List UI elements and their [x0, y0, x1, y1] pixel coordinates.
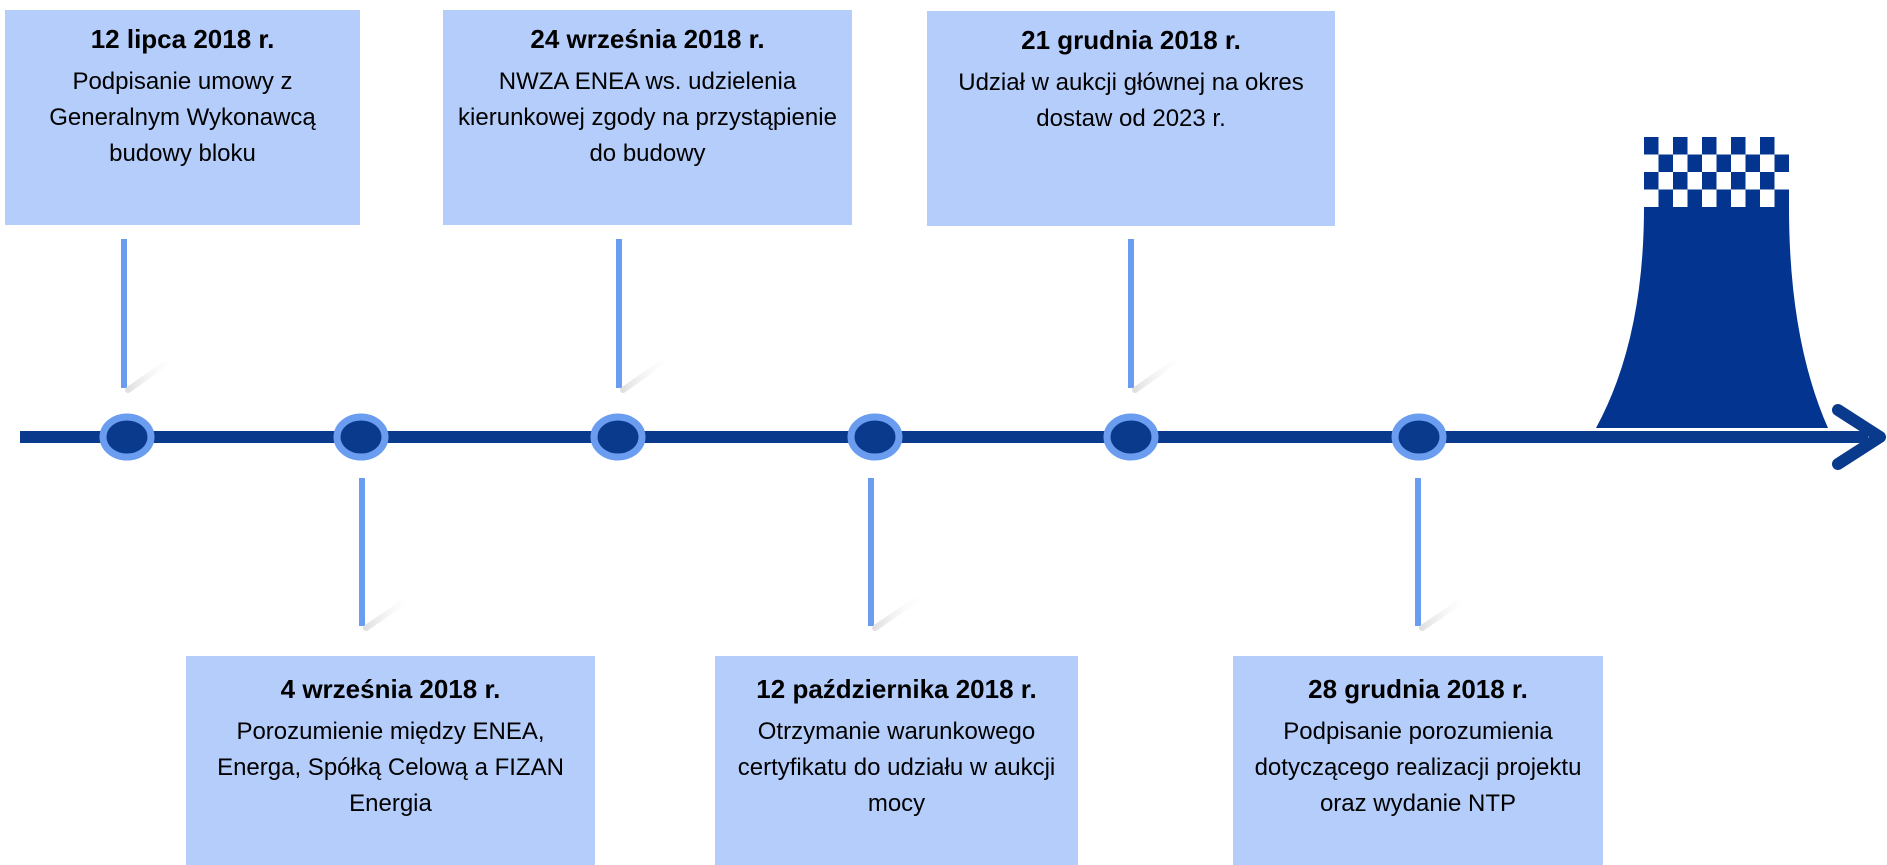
event-date: 28 grudnia 2018 r.	[1308, 674, 1528, 704]
event-box: 12 października 2018 r. Otrzymanie warun…	[715, 656, 1078, 865]
timeline-node-4	[333, 413, 389, 461]
timeline-node-1	[99, 413, 155, 461]
event-description: Udział w aukcji głównej na okres dostaw …	[958, 69, 1304, 132]
timeline-node-5	[847, 413, 903, 461]
event-box: 21 grudnia 2018 r. Udział w aukcji główn…	[927, 11, 1335, 226]
connector-2	[616, 239, 676, 393]
event-date: 12 października 2018 r.	[756, 674, 1037, 704]
timeline-arrowhead	[1832, 404, 1886, 470]
connector-5	[868, 478, 928, 631]
connector-6	[1415, 478, 1475, 631]
event-description: Otrzymanie warunkowego certyfikatu do ud…	[737, 718, 1056, 817]
connector-4	[359, 478, 419, 631]
timeline-node-3	[1103, 413, 1159, 461]
event-date: 21 grudnia 2018 r.	[1021, 25, 1241, 55]
timeline-node-2	[590, 413, 646, 461]
event-description: Podpisanie porozumienia dotyczącego real…	[1254, 718, 1582, 817]
event-box: 28 grudnia 2018 r. Podpisanie porozumien…	[1233, 656, 1603, 865]
event-date: 4 września 2018 r.	[280, 674, 501, 704]
event-date: 12 lipca 2018 r.	[90, 24, 275, 54]
event-description: Porozumienie między ENEA, Energa, Spółką…	[217, 718, 564, 817]
event-description: Podpisanie umowy z Generalnym Wykonawcą …	[49, 68, 316, 167]
connector-3	[1128, 239, 1188, 393]
event-description: NWZA ENEA ws. udzielenia kierunkowej zgo…	[458, 68, 837, 167]
cooling-tower-icon	[1596, 137, 1828, 428]
event-box: 4 września 2018 r. Porozumienie między E…	[186, 656, 595, 865]
event-box: 24 września 2018 r. NWZA ENEA ws. udziel…	[443, 10, 852, 225]
connector-1	[121, 239, 181, 393]
timeline-node-6	[1391, 413, 1447, 461]
event-date: 24 września 2018 r.	[530, 24, 765, 54]
event-box: 12 lipca 2018 r. Podpisanie umowy z Gene…	[5, 10, 360, 225]
